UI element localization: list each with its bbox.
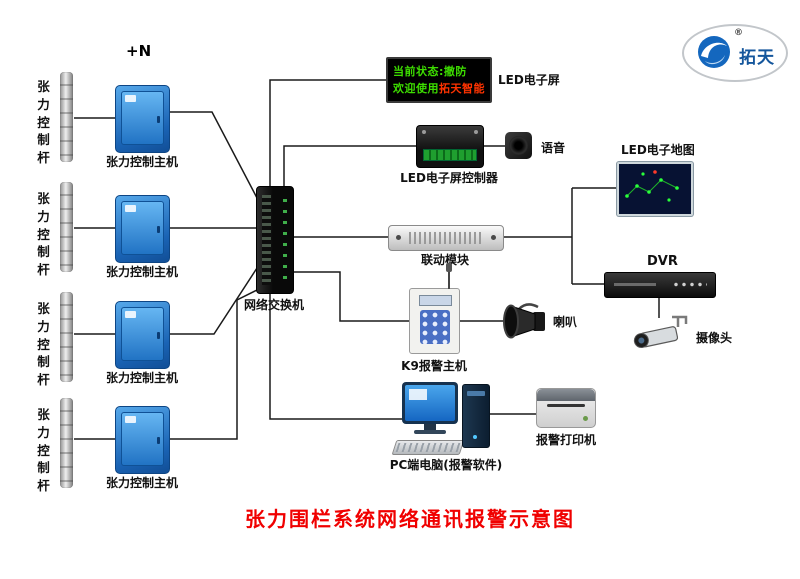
plus-n-label: +N bbox=[126, 42, 152, 60]
host-tag bbox=[125, 416, 136, 423]
alarm-printer bbox=[536, 388, 596, 428]
tension-host-label: 张力控制主机 bbox=[105, 371, 178, 385]
host-tag bbox=[125, 205, 136, 212]
tension-host-box bbox=[115, 406, 170, 474]
led-screen-line2-highlight: 拓天智能 bbox=[439, 82, 485, 95]
tension-rod-label: 张力控制杆 bbox=[37, 79, 50, 165]
tension-host-label: 张力控制主机 bbox=[105, 265, 178, 279]
switch-leds bbox=[283, 199, 287, 281]
host-latch bbox=[157, 226, 160, 233]
printer-label: 报警打印机 bbox=[535, 433, 596, 447]
wire bbox=[292, 271, 409, 322]
diagram-title: 张力围栏系统网络通讯报警示意图 bbox=[245, 507, 575, 531]
pc-screen bbox=[405, 385, 455, 421]
host-latch bbox=[157, 116, 160, 123]
printer-led bbox=[583, 416, 588, 421]
pc-label: PC端电脑(报警软件) bbox=[389, 458, 503, 472]
tension-rod bbox=[60, 292, 73, 382]
vent-grille bbox=[409, 232, 483, 244]
tension-host-label: 张力控制主机 bbox=[105, 476, 178, 490]
host-tag bbox=[125, 95, 136, 102]
wire bbox=[168, 289, 258, 440]
terminal-strip bbox=[423, 149, 477, 161]
voice-speaker bbox=[505, 132, 532, 159]
tension-rod bbox=[60, 398, 73, 488]
wire bbox=[283, 145, 416, 186]
led-controller-label: LED电子屏控制器 bbox=[400, 171, 498, 185]
brand-logo: ® 拓天 bbox=[682, 24, 788, 82]
host-latch bbox=[157, 332, 160, 339]
led-screen-line2: 欢迎使用拓天智能 bbox=[393, 80, 485, 97]
linkage-label: 联动模块 bbox=[420, 253, 469, 267]
pc-monitor bbox=[402, 382, 458, 424]
tension-rod-label: 张力控制杆 bbox=[37, 301, 50, 387]
led-screen-line2-prefix: 欢迎使用 bbox=[393, 82, 439, 95]
monitor-stand-base bbox=[414, 430, 446, 434]
wire bbox=[168, 267, 258, 335]
linkage-module bbox=[388, 225, 504, 251]
network-switch bbox=[256, 186, 294, 294]
tension-rod-label: 张力控制杆 bbox=[37, 407, 50, 493]
monitor-stand bbox=[424, 424, 436, 430]
registered-mark: ® bbox=[734, 28, 743, 38]
camera-label: 摄像头 bbox=[696, 331, 733, 345]
camera-icon bbox=[633, 315, 688, 349]
switch-ports bbox=[262, 195, 271, 285]
k9-label: K9报警主机 bbox=[401, 359, 467, 373]
antenna-icon bbox=[446, 263, 452, 289]
tension-host-box bbox=[115, 301, 170, 369]
led-screen-line1: 当前状态:撤防 bbox=[393, 65, 467, 78]
network-switch-label: 网络交换机 bbox=[243, 298, 304, 312]
dvr-label: DVR bbox=[647, 254, 678, 269]
wire bbox=[168, 111, 258, 199]
led-screen: 当前状态:撤防 欢迎使用拓天智能 bbox=[386, 57, 492, 103]
dvr bbox=[604, 272, 716, 298]
screw-icon bbox=[474, 130, 478, 134]
brand-emblem-icon bbox=[698, 36, 730, 68]
led-screen-label: LED电子屏 bbox=[498, 73, 560, 87]
printer-top bbox=[537, 389, 595, 401]
tension-host-box bbox=[115, 85, 170, 153]
led-map-label: LED电子地图 bbox=[621, 143, 695, 157]
horn-label: 喇叭 bbox=[553, 315, 578, 329]
k9-keypad bbox=[420, 310, 450, 344]
tension-rod bbox=[60, 182, 73, 272]
brand-name: 拓天 bbox=[739, 48, 775, 68]
tension-host-label: 张力控制主机 bbox=[105, 155, 178, 169]
wire bbox=[269, 79, 386, 186]
printer-slot bbox=[547, 404, 585, 407]
led-controller bbox=[416, 125, 484, 168]
speaker-cone-icon bbox=[509, 136, 528, 155]
pc-keyboard bbox=[391, 440, 465, 455]
led-map bbox=[617, 162, 693, 216]
k9-display bbox=[419, 295, 452, 306]
map-dots-icon bbox=[625, 170, 679, 202]
tension-host-box bbox=[115, 195, 170, 263]
k9-alarm-host bbox=[409, 263, 460, 354]
wire bbox=[269, 292, 402, 420]
pc-tower bbox=[462, 384, 490, 448]
host-tag bbox=[125, 311, 136, 318]
host-latch bbox=[157, 437, 160, 444]
host-door bbox=[121, 412, 164, 466]
tension-rod bbox=[60, 72, 73, 162]
tension-rod-label: 张力控制杆 bbox=[37, 191, 50, 277]
horn-speaker-icon bbox=[503, 303, 545, 339]
voice-label: 语音 bbox=[541, 141, 566, 155]
screw-icon bbox=[422, 130, 426, 134]
